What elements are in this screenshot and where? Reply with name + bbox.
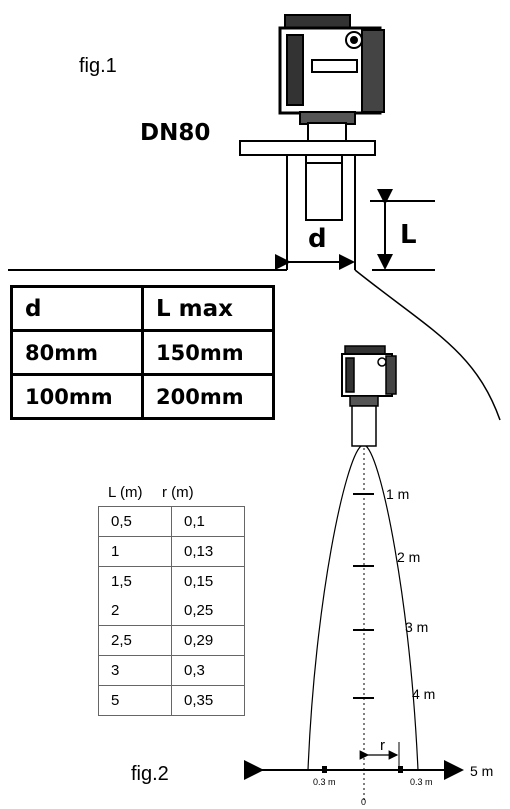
- distance-label-3m: 3 m: [405, 619, 429, 635]
- distance-label-2m: 2 m: [397, 549, 421, 565]
- table-cell: 200mm: [141, 373, 275, 420]
- flange-label: DN80: [140, 120, 211, 146]
- transmitter-small-icon: [341, 345, 397, 447]
- tank-wall: [354, 269, 501, 421]
- distance-label-1m: 1 m: [386, 486, 410, 502]
- distance-label-5m: 5 m: [470, 763, 494, 779]
- header-lmax: L max: [141, 285, 275, 332]
- table-cell: 5: [98, 685, 172, 716]
- radius-label: r: [380, 737, 385, 754]
- table-cell: 0,35: [171, 685, 245, 716]
- table-cell: 1: [98, 536, 172, 567]
- header-L: L (m): [108, 484, 143, 501]
- dim-d-label: d: [308, 224, 327, 254]
- nozzle-size-table: d L max 80mm 150mm 100mm 200mm: [10, 285, 275, 420]
- table-cell: 0,15: [171, 566, 245, 596]
- dim-L: [370, 189, 435, 271]
- fig1-label: fig.1: [79, 55, 117, 77]
- table-cell: 0,1: [171, 506, 245, 537]
- table-row: 80mm 150mm: [10, 329, 275, 376]
- table-cell: 80mm: [10, 329, 144, 376]
- table-cell: 0,13: [171, 536, 245, 567]
- table-cell: 2: [98, 596, 172, 626]
- origin-label: 0: [361, 797, 367, 807]
- offset-left-label: 0.3 m: [313, 777, 336, 787]
- table-cell: 1,5: [98, 566, 172, 596]
- nozzle: [286, 154, 356, 270]
- header-d: d: [10, 285, 144, 332]
- table-row: 100mm 200mm: [10, 373, 275, 420]
- table-cell: 100mm: [10, 373, 144, 420]
- table-cell: 3: [98, 655, 172, 686]
- table-cell: 0,5: [98, 506, 172, 537]
- offset-right-label: 0.3 m: [410, 777, 433, 787]
- table-header-row: d L max: [10, 285, 275, 332]
- dim-L-label: L: [400, 220, 417, 250]
- table-cell: 150mm: [141, 329, 275, 376]
- transmitter-top-icon: [278, 14, 385, 144]
- fig2-label: fig.2: [131, 763, 169, 785]
- table-cell: 2,5: [98, 625, 172, 656]
- table-cell: 0,3: [171, 655, 245, 686]
- table-cell: 0,29: [171, 625, 245, 656]
- beam-cone: [307, 445, 419, 771]
- distance-label-4m: 4 m: [412, 686, 436, 702]
- distance-ticks: [353, 493, 374, 699]
- header-r: r (m): [162, 484, 194, 501]
- table-cell: 0,25: [171, 596, 245, 626]
- flange: [239, 140, 376, 156]
